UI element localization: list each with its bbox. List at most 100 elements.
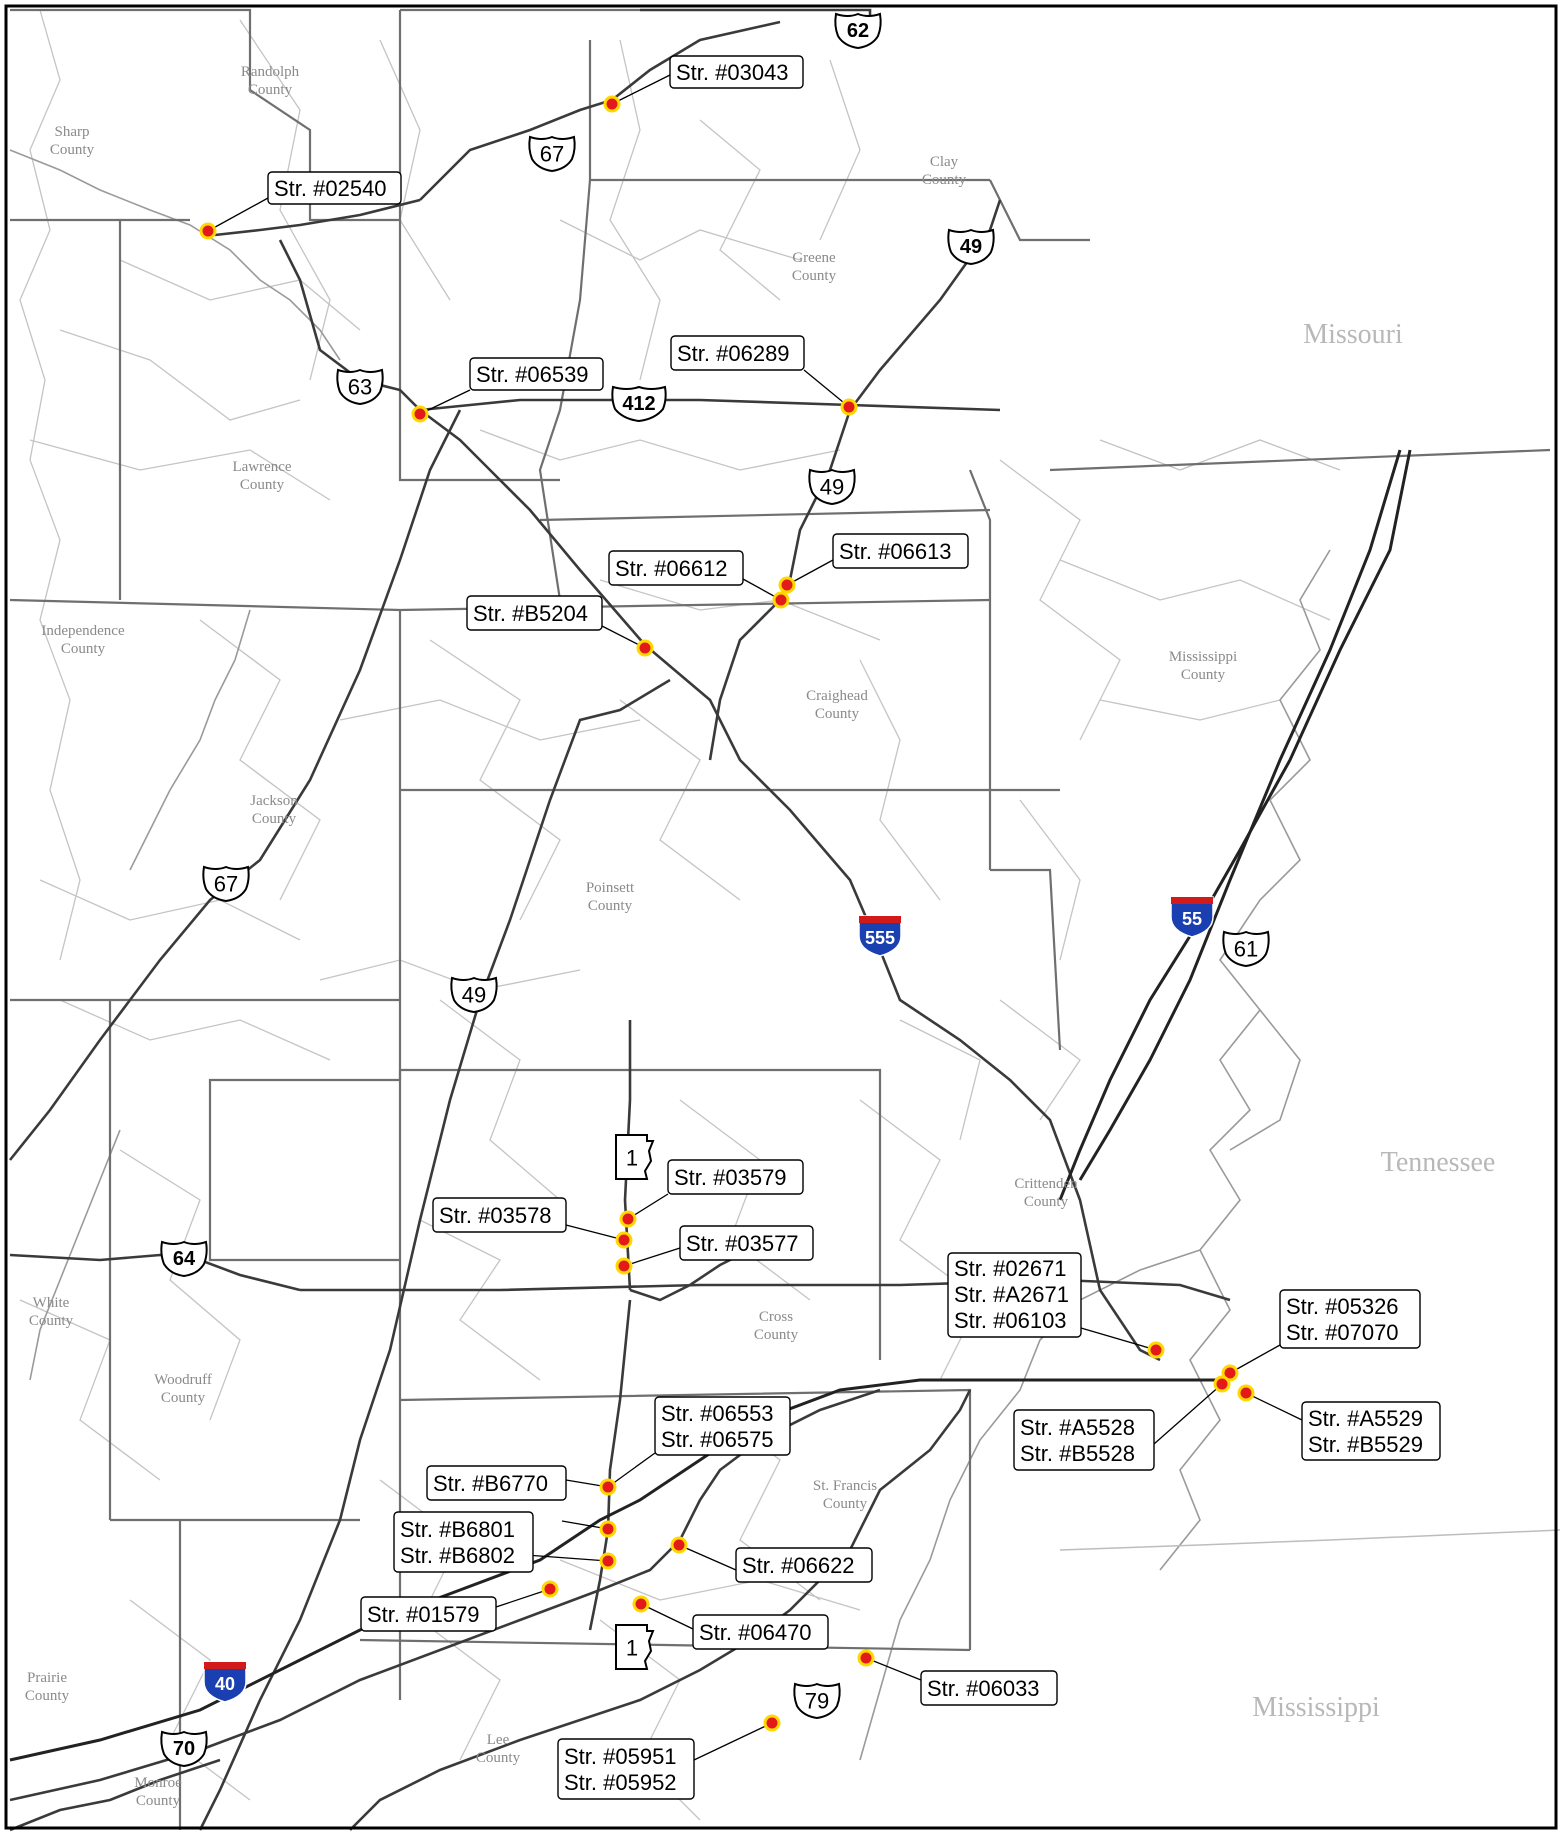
svg-text:Str. #06553: Str. #06553 bbox=[661, 1401, 774, 1426]
svg-text:Str. #06103: Str. #06103 bbox=[954, 1308, 1067, 1333]
label-str-06553[interactable]: Str. #06553 Str. #06575 bbox=[654, 1396, 791, 1456]
label-str-a5528[interactable]: Str. #A5528 Str. #B5528 bbox=[1013, 1409, 1155, 1471]
label-str-01579[interactable]: Str. #01579 bbox=[360, 1596, 497, 1632]
structure-labels: Str. #03043 Str. #02540 Str. #06539 Str.… bbox=[267, 55, 1441, 1800]
svg-text:Str. #06575: Str. #06575 bbox=[661, 1427, 774, 1452]
marker-02671[interactable] bbox=[1147, 1341, 1165, 1359]
marker-06612[interactable] bbox=[772, 591, 790, 609]
label-str-06539[interactable]: Str. #06539 bbox=[469, 357, 604, 391]
marker-06613[interactable] bbox=[778, 576, 796, 594]
label-str-02540[interactable]: Str. #02540 bbox=[267, 171, 402, 205]
svg-text:Str. #A5529: Str. #A5529 bbox=[1308, 1406, 1423, 1431]
svg-text:Str. #06033: Str. #06033 bbox=[927, 1676, 1040, 1701]
svg-text:Str. #06613: Str. #06613 bbox=[839, 539, 952, 564]
marker-06553[interactable] bbox=[599, 1478, 617, 1496]
route-shields: 62 67 49 63 412 49 67 61 bbox=[160, 12, 1270, 1768]
svg-text:Str. #05326: Str. #05326 bbox=[1286, 1294, 1399, 1319]
label-str-b6770[interactable]: Str. #B6770 bbox=[426, 1465, 567, 1501]
marker-a5528[interactable] bbox=[1213, 1375, 1231, 1393]
label-str-b5204[interactable]: Str. #B5204 bbox=[466, 595, 603, 631]
svg-text:Str. #B6802: Str. #B6802 bbox=[400, 1543, 515, 1568]
label-str-06613[interactable]: Str. #06613 bbox=[832, 533, 969, 569]
svg-text:555: 555 bbox=[865, 928, 895, 948]
ar-1-shield-south: 1 bbox=[615, 1624, 655, 1670]
marker-01579[interactable] bbox=[541, 1580, 559, 1598]
svg-text:Str. #07070: Str. #07070 bbox=[1286, 1320, 1399, 1345]
svg-text:67: 67 bbox=[540, 142, 564, 167]
marker-b6770[interactable] bbox=[599, 1520, 617, 1538]
svg-text:64: 64 bbox=[173, 1248, 196, 1270]
ar-1-shield-north: 1 bbox=[615, 1134, 655, 1180]
i-40-shield: 40 bbox=[203, 1661, 247, 1703]
us-61-shield: 61 bbox=[1222, 930, 1270, 968]
label-str-06289[interactable]: Str. #06289 bbox=[670, 335, 805, 371]
marker-05326[interactable] bbox=[1221, 1364, 1239, 1382]
label-str-06033[interactable]: Str. #06033 bbox=[920, 1670, 1058, 1706]
label-str-06470[interactable]: Str. #06470 bbox=[692, 1614, 829, 1650]
svg-text:Str. #03043: Str. #03043 bbox=[676, 60, 789, 85]
svg-text:63: 63 bbox=[348, 375, 372, 400]
label-str-02671[interactable]: Str. #02671 Str. #A2671 Str. #06103 bbox=[947, 1252, 1082, 1338]
label-str-b6801[interactable]: Str. #B6801 Str. #B6802 bbox=[393, 1511, 534, 1573]
marker-06622[interactable] bbox=[670, 1536, 688, 1554]
structure-markers bbox=[199, 95, 1255, 1732]
marker-06289[interactable] bbox=[840, 398, 858, 416]
rivers bbox=[9, 149, 1331, 1761]
svg-text:1: 1 bbox=[626, 1636, 638, 1661]
label-str-06622[interactable]: Str. #06622 bbox=[735, 1547, 873, 1583]
svg-text:Str. #02671: Str. #02671 bbox=[954, 1256, 1067, 1281]
marker-06539[interactable] bbox=[411, 405, 429, 423]
label-str-03577[interactable]: Str. #03577 bbox=[679, 1225, 814, 1261]
marker-03043[interactable] bbox=[603, 95, 621, 113]
label-str-a5529[interactable]: Str. #A5529 Str. #B5529 bbox=[1301, 1401, 1441, 1461]
svg-text:Str. #01579: Str. #01579 bbox=[367, 1602, 480, 1627]
svg-text:61: 61 bbox=[1234, 937, 1258, 962]
label-str-03579[interactable]: Str. #03579 bbox=[667, 1159, 804, 1195]
marker-06033[interactable] bbox=[857, 1649, 875, 1667]
local-roads bbox=[19, 9, 1341, 1821]
svg-text:Str. #B5529: Str. #B5529 bbox=[1308, 1432, 1423, 1457]
marker-05951[interactable] bbox=[763, 1714, 781, 1732]
us-79-shield: 79 bbox=[793, 1682, 841, 1720]
us-49-shield-south: 49 bbox=[450, 976, 498, 1014]
us-49-shield-mid: 49 bbox=[808, 468, 856, 506]
marker-b6801[interactable] bbox=[599, 1552, 617, 1570]
svg-text:Str. #03579: Str. #03579 bbox=[674, 1165, 787, 1190]
svg-text:Str. #B5528: Str. #B5528 bbox=[1020, 1441, 1135, 1466]
label-str-05326[interactable]: Str. #05326 Str. #07070 bbox=[1279, 1289, 1421, 1349]
svg-text:Str. #03577: Str. #03577 bbox=[686, 1231, 799, 1256]
svg-text:Str. #B6801: Str. #B6801 bbox=[400, 1517, 515, 1542]
marker-03577[interactable] bbox=[615, 1257, 633, 1275]
label-str-03578[interactable]: Str. #03578 bbox=[432, 1197, 567, 1233]
marker-a5529[interactable] bbox=[1237, 1384, 1255, 1402]
marker-03579[interactable] bbox=[619, 1210, 637, 1228]
label-str-03043[interactable]: Str. #03043 bbox=[669, 55, 804, 89]
svg-text:Str. #B5204: Str. #B5204 bbox=[473, 601, 588, 626]
svg-text:62: 62 bbox=[847, 20, 869, 42]
state-label-mississippi: Mississippi bbox=[1252, 1692, 1380, 1723]
marker-06470[interactable] bbox=[632, 1595, 650, 1613]
label-str-05951[interactable]: Str. #05951 Str. #05952 bbox=[557, 1738, 695, 1800]
us-62-shield: 62 bbox=[834, 12, 882, 50]
marker-02540[interactable] bbox=[199, 222, 217, 240]
i-55-shield: 55 bbox=[1170, 896, 1214, 938]
svg-text:Str. #06289: Str. #06289 bbox=[677, 341, 790, 366]
state-line-mo-tn bbox=[1059, 1529, 1561, 1551]
leader-lines bbox=[207, 73, 1303, 1761]
svg-text:Str. #06539: Str. #06539 bbox=[476, 362, 589, 387]
us-70-shield: 70 bbox=[160, 1730, 208, 1768]
marker-b5204[interactable] bbox=[636, 639, 654, 657]
svg-text:Str. #06470: Str. #06470 bbox=[699, 1620, 812, 1645]
us-63-shield: 63 bbox=[336, 368, 384, 406]
svg-text:49: 49 bbox=[960, 236, 982, 258]
marker-03578[interactable] bbox=[615, 1231, 633, 1249]
label-str-06612[interactable]: Str. #06612 bbox=[608, 550, 744, 586]
